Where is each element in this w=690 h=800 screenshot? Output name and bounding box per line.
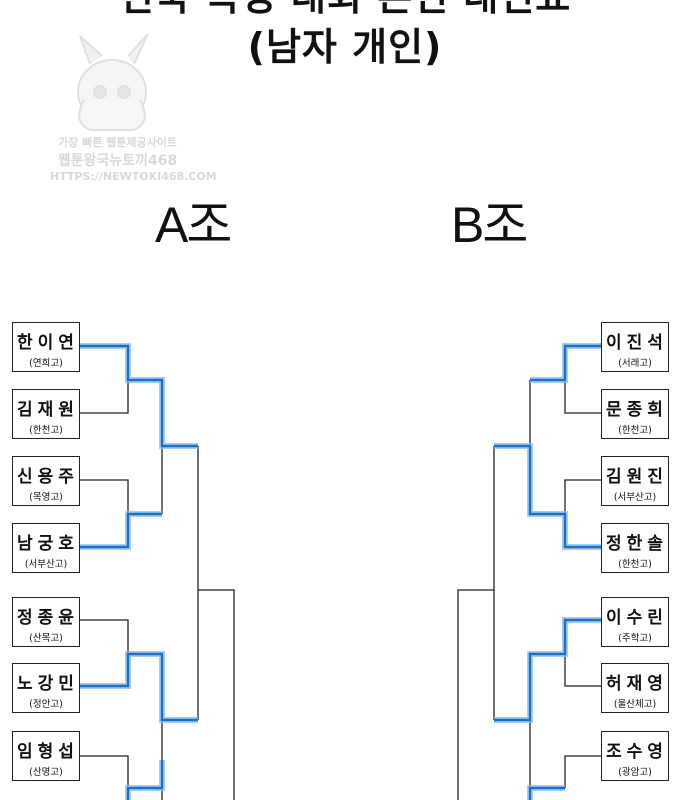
- player-school: (한천고): [29, 425, 63, 436]
- bracket-line: [80, 380, 129, 414]
- bracket-line: [80, 755, 129, 800]
- player-box-b-7: 조수영 (광암고): [601, 731, 669, 781]
- winner-path-glow: [494, 617, 601, 723]
- winner-path-glow: [125, 760, 165, 800]
- winner-path: [126, 760, 164, 800]
- bracket-line: [564, 755, 601, 788]
- bracket-line: [564, 654, 601, 687]
- player-school: (한천고): [618, 559, 652, 570]
- winner-path: [494, 444, 601, 549]
- watermark-line-2: 웹툰왕국뉴토끼468: [57, 153, 178, 169]
- player-school: (주학고): [618, 633, 652, 644]
- player-name: 문종희: [606, 400, 668, 420]
- player-box-a-4: 남궁호 (서부산고): [12, 523, 80, 573]
- bracket-line: [80, 479, 129, 514]
- player-box-b-6: 허재영 (울산체고): [601, 663, 669, 713]
- bracket-title: 전국 복싱 대회 본선 대진표: [0, 0, 690, 16]
- player-school: (서부산고): [613, 492, 657, 503]
- bracket-line: [80, 619, 129, 654]
- winner-path-glow: [494, 443, 601, 550]
- player-name: 이진석: [606, 333, 668, 353]
- winner-path: [80, 344, 198, 448]
- player-school: (서래고): [618, 358, 652, 369]
- player-box-a-2: 김재원 (한천고): [12, 389, 80, 439]
- player-box-a-5: 정종윤 (산목고): [12, 597, 80, 647]
- player-box-b-5: 이수린 (주학고): [601, 597, 669, 647]
- winner-path-glow: [80, 343, 198, 449]
- watermark: 가장 빠른 웹툰제공사이트 웹툰왕국뉴토끼468 HTTPS://NEWTOKI…: [50, 30, 217, 195]
- bracket-line: [457, 446, 495, 800]
- winner-path-glow: [80, 511, 162, 550]
- player-school: (연희고): [29, 358, 63, 369]
- winner-path: [528, 786, 565, 800]
- player-box-a-6: 노강민 (정안고): [12, 663, 80, 713]
- player-name: 허재영: [606, 674, 668, 694]
- player-box-a-3: 신용주 (목영고): [12, 456, 80, 506]
- player-name: 정한솔: [606, 534, 668, 554]
- player-name: 이수린: [606, 608, 668, 628]
- winner-path: [530, 344, 601, 382]
- player-box-a-1: 한이연 (연희고): [12, 322, 80, 372]
- group-a-title: A조: [155, 197, 232, 253]
- bracket-subtitle: (남자 개인): [247, 25, 443, 69]
- player-name: 신용주: [17, 467, 79, 487]
- player-name: 조수영: [606, 742, 668, 762]
- player-school: (정안고): [29, 699, 63, 710]
- bracket-line: [564, 479, 601, 514]
- bracket-line: [564, 380, 601, 414]
- player-name: 임형섭: [17, 742, 79, 762]
- watermark-line-1: 가장 빠른 웹툰제공사이트: [58, 136, 177, 149]
- player-name: 김원진: [606, 467, 668, 487]
- player-school: (산명고): [29, 767, 63, 778]
- winner-path: [80, 652, 198, 722]
- bracket-line: [197, 446, 235, 800]
- player-name: 남궁호: [17, 534, 79, 554]
- player-school: (산목고): [29, 633, 63, 644]
- watermark-mascot-icon: [77, 33, 149, 131]
- player-school: (울산체고): [613, 699, 657, 710]
- player-school: (목영고): [29, 492, 63, 503]
- player-box-b-2: 문종희 (한천고): [601, 389, 669, 439]
- winner-path: [494, 618, 601, 722]
- winner-path-glow: [527, 785, 565, 800]
- player-school: (광암고): [618, 767, 652, 778]
- player-name: 노강민: [17, 674, 79, 694]
- player-name: 정종윤: [17, 608, 79, 628]
- player-school: (서부산고): [24, 559, 68, 570]
- player-box-b-4: 정한솔 (한천고): [601, 523, 669, 573]
- watermark-line-3: HTTPS://NEWTOKI468.COM: [50, 170, 217, 183]
- player-box-b-3: 김원진 (서부산고): [601, 456, 669, 506]
- player-box-b-1: 이진석 (서래고): [601, 322, 669, 372]
- player-name: 김재원: [17, 400, 79, 420]
- player-box-a-7: 임형섭 (산명고): [12, 731, 80, 781]
- group-b-title: B조: [451, 197, 528, 253]
- player-school: (한천고): [618, 425, 652, 436]
- player-name: 한이연: [17, 333, 79, 353]
- winner-path: [80, 512, 162, 549]
